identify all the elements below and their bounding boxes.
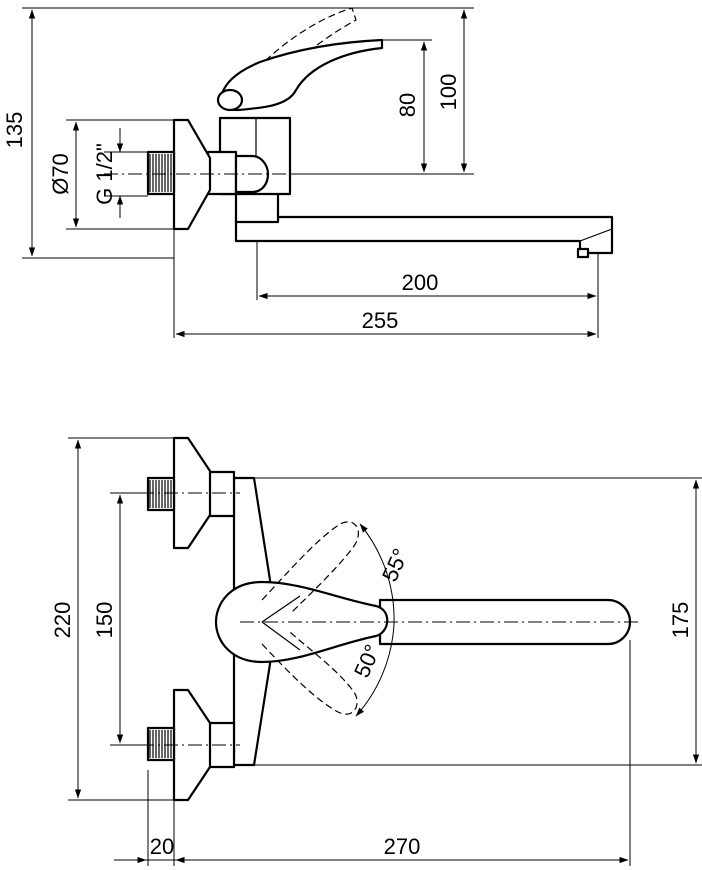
dim-spout-reach-200: 200 (402, 270, 439, 295)
side-union-nut (206, 150, 238, 196)
top-swing-angle-arc (355, 523, 395, 717)
dim-angle-50: 50° (349, 641, 385, 682)
dim-spout-axis-175: 175 (668, 602, 693, 639)
dim-total-reach-255: 255 (362, 308, 399, 333)
top-union-nut-upper (208, 470, 236, 518)
dim-height-80: 80 (395, 93, 420, 117)
dim-angle-55: 55° (377, 545, 413, 586)
dim-inlet-spacing-150: 150 (92, 602, 117, 639)
top-lever-left-position (261, 521, 359, 615)
side-aerator (576, 247, 590, 259)
top-lever-ridge (261, 595, 301, 651)
side-handle (218, 38, 384, 112)
side-thread-lines (149, 154, 172, 192)
top-thread-lines (149, 480, 172, 758)
side-handle-cap (216, 88, 244, 112)
side-spout-tip-line (579, 228, 613, 242)
dim-thread-size: G 1/2" (92, 143, 117, 205)
dim-total-width-220: 220 (50, 602, 75, 639)
top-view-extension-lines (68, 437, 702, 866)
top-lever-right-position (261, 631, 358, 715)
top-threaded-inlet-lower (146, 726, 176, 762)
dim-inlet-length-20: 20 (150, 834, 174, 859)
side-view: 135 100 80 Ø70 G 1/2" 200 255 (2, 7, 614, 338)
top-threaded-inlet-upper (146, 476, 176, 512)
side-wall-flange (172, 118, 212, 231)
dim-flange-diameter: Ø70 (48, 153, 73, 195)
side-view-dimension-lines (28, 9, 597, 338)
top-view: 220 150 175 55° 50° 20 270 (50, 436, 702, 866)
side-spout-swivel (234, 188, 280, 224)
top-view-dimension-lines (74, 439, 700, 864)
dim-height-100: 100 (436, 74, 461, 111)
dim-spout-length-270: 270 (384, 834, 421, 859)
side-spout (234, 215, 614, 255)
dim-total-height-135: 135 (2, 112, 27, 149)
side-threaded-inlet (146, 150, 176, 196)
